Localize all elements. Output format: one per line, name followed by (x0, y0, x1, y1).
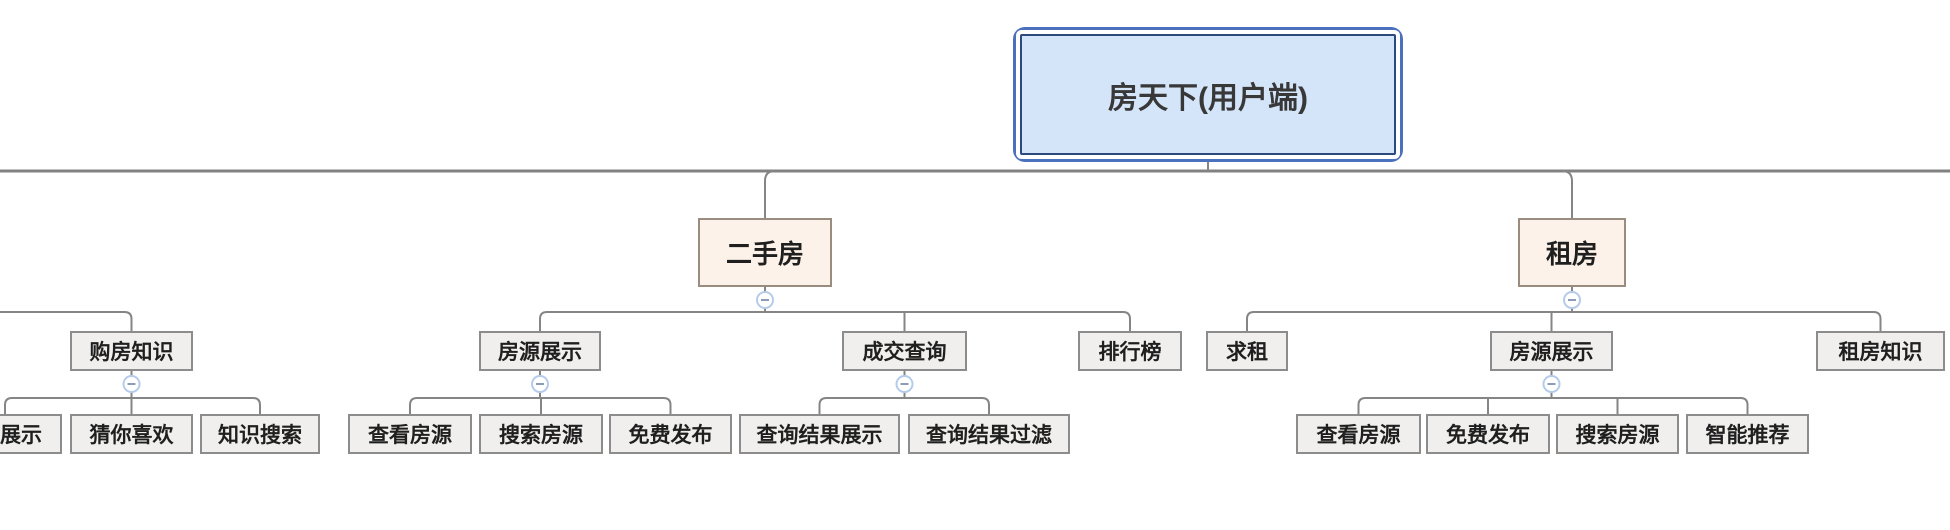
collapse-minus-icon[interactable] (122, 375, 141, 393)
node-goufang[interactable]: 购房知识 (70, 331, 193, 371)
node-label: 租房知识 (1838, 341, 1923, 364)
node-qiuzu[interactable]: 求租 (1206, 331, 1288, 371)
node-label: 求租 (1226, 341, 1268, 364)
node-label: 搜索房源 (499, 424, 583, 447)
collapse-minus-icon[interactable] (895, 375, 914, 393)
node-ckfy1[interactable]: 查看房源 (348, 414, 472, 454)
node-label: 查看房源 (368, 424, 452, 447)
node-ssfy2[interactable]: 搜索房源 (1556, 414, 1679, 454)
node-label: 二手房 (725, 239, 804, 269)
collapse-minus-icon[interactable] (1542, 375, 1561, 393)
node-label: 租房 (1545, 239, 1598, 269)
node-zhanshi[interactable]: 展示 (0, 414, 62, 454)
connector-line (0, 311, 133, 331)
node-label: 查看房源 (1316, 424, 1401, 447)
node-label: 房源展示 (1509, 341, 1594, 364)
node-label: 排行榜 (1098, 341, 1162, 364)
node-label: 智能推荐 (1705, 424, 1790, 447)
node-label: 搜索房源 (1575, 424, 1660, 447)
node-label: 猜你喜欢 (89, 424, 174, 447)
collapse-minus-icon[interactable] (756, 291, 774, 309)
node-label: 知识搜索 (218, 424, 302, 447)
connector-line (1561, 170, 1573, 218)
connector-line (1357, 397, 1749, 414)
node-paihang[interactable]: 排行榜 (1078, 331, 1182, 371)
node-label: 购房知识 (89, 341, 174, 364)
node-chengjiao[interactable]: 成交查询 (842, 331, 967, 371)
connector-line (764, 170, 776, 218)
node-ershou[interactable]: 二手房 (698, 218, 832, 287)
node-label: 免费发布 (1446, 424, 1530, 447)
collapse-minus-icon[interactable] (531, 375, 549, 393)
connector-line (1246, 311, 1882, 331)
node-ssfy1[interactable]: 搜索房源 (479, 414, 603, 454)
node-mffb2[interactable]: 免费发布 (1426, 414, 1550, 454)
root-node-label: 房天下(用户端) (1020, 34, 1396, 155)
node-cxjgzs[interactable]: 查询结果展示 (739, 414, 900, 454)
collapse-minus-icon[interactable] (1563, 291, 1581, 309)
node-label: 免费发布 (628, 424, 713, 447)
node-zufang[interactable]: 租房 (1518, 218, 1626, 287)
node-zfzs[interactable]: 租房知识 (1816, 331, 1945, 371)
node-label: 成交查询 (862, 341, 947, 364)
node-label: 展示 (0, 424, 42, 447)
node-label: 查询结果展示 (756, 424, 883, 447)
node-zssx[interactable]: 知识搜索 (200, 414, 320, 454)
node-mffb1[interactable]: 免费发布 (609, 414, 732, 454)
node-label: 房源展示 (498, 341, 582, 364)
root-node[interactable]: 房天下(用户端) (1013, 27, 1403, 162)
node-label: 查询结果过滤 (926, 424, 1052, 447)
connector-line (539, 311, 1131, 331)
node-ckfy2[interactable]: 查看房源 (1296, 414, 1421, 454)
node-fy2[interactable]: 房源展示 (1490, 331, 1613, 371)
connector-line (818, 397, 990, 414)
node-fy1[interactable]: 房源展示 (479, 331, 601, 371)
node-cxjggl[interactable]: 查询结果过滤 (908, 414, 1070, 454)
node-zntj[interactable]: 智能推荐 (1686, 414, 1809, 454)
node-cnxh[interactable]: 猜你喜欢 (70, 414, 193, 454)
